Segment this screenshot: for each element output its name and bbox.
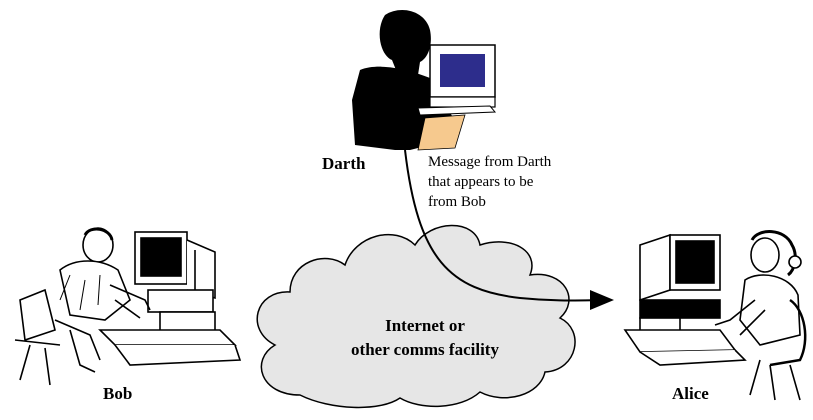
internet-cloud bbox=[256, 224, 576, 409]
alice-label: Alice bbox=[672, 384, 709, 403]
cloud-label: Internet or other comms facility bbox=[330, 314, 520, 362]
attack-path-arrow bbox=[404, 149, 614, 311]
darth-label: Darth bbox=[322, 154, 366, 173]
cloud-line-2: other comms facility bbox=[351, 340, 499, 359]
darth-figure bbox=[352, 10, 497, 151]
darth-screen bbox=[440, 54, 485, 87]
message-annotation: Message from Darth that appears to be fr… bbox=[428, 152, 551, 212]
message-line-3: from Bob bbox=[428, 194, 486, 210]
cloud-line-1: Internet or bbox=[385, 316, 465, 335]
message-line-2: that appears to be bbox=[428, 174, 534, 190]
bob-figure bbox=[14, 227, 242, 386]
alice-figure bbox=[623, 230, 807, 401]
message-line-1: Message from Darth bbox=[428, 154, 552, 170]
bob-label: Bob bbox=[103, 384, 133, 403]
darth-paper bbox=[417, 114, 466, 151]
